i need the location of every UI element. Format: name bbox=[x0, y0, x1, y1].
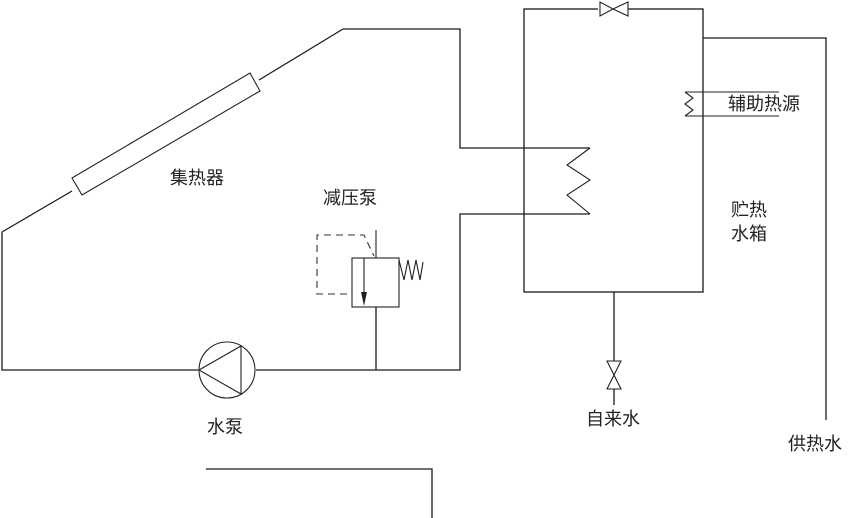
tank-body bbox=[523, 8, 704, 293]
spring-icon bbox=[398, 259, 424, 281]
partial-pipe bbox=[206, 468, 433, 518]
label-storage-tank-2: 水箱 bbox=[731, 224, 767, 245]
auxiliary-heater bbox=[684, 91, 779, 117]
pump-circle-icon bbox=[198, 341, 256, 399]
storage-tank bbox=[523, 8, 704, 293]
label-hot-water-supply: 供热水 bbox=[788, 434, 842, 455]
pump-triangle-icon bbox=[197, 345, 242, 395]
hot-water-supply-pipe bbox=[703, 37, 827, 420]
pressure-reducing-valve bbox=[316, 230, 424, 370]
heat-exchanger-coil-icon bbox=[566, 147, 592, 215]
top-gate-valve bbox=[598, 1, 629, 17]
label-auxiliary-heat: 辅助热源 bbox=[728, 94, 800, 115]
collector-loop-pipe bbox=[1, 28, 590, 371]
label-collector: 集热器 bbox=[170, 168, 224, 189]
tap-water-inlet bbox=[606, 292, 622, 405]
flow-arrow-icon bbox=[361, 292, 367, 306]
label-pressure-reducing-pump: 减压泵 bbox=[323, 188, 377, 209]
label-water-pump: 水泵 bbox=[207, 417, 243, 438]
pilot-line bbox=[316, 234, 375, 295]
label-storage-tank-1: 贮热 bbox=[731, 200, 767, 221]
valve-body-icon bbox=[351, 257, 400, 308]
collector-panel-icon bbox=[71, 72, 261, 196]
heater-element-icon bbox=[684, 91, 694, 117]
solar-collector bbox=[71, 72, 261, 196]
water-pump bbox=[197, 341, 256, 399]
label-tap-water: 自来水 bbox=[586, 409, 640, 430]
